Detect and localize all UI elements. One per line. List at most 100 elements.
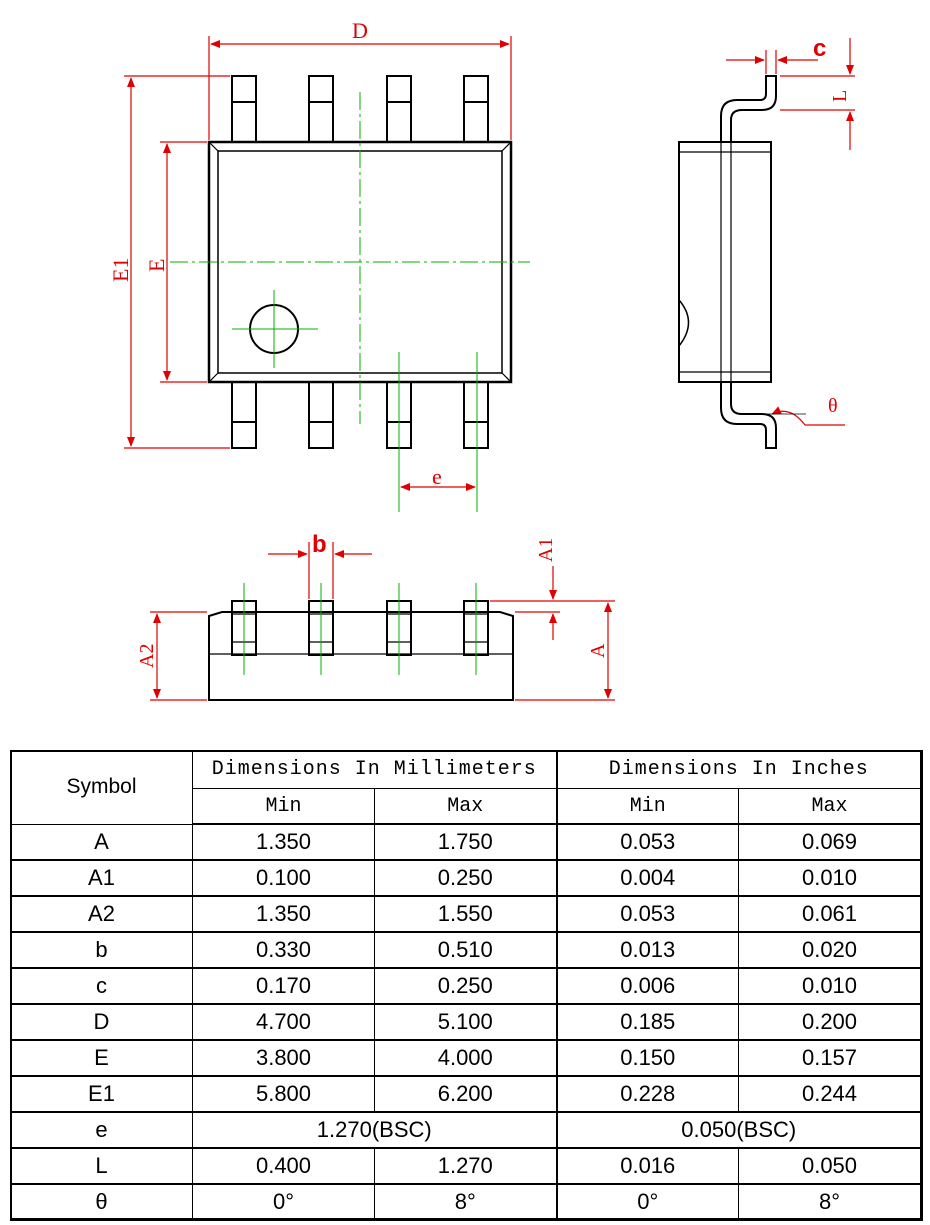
row-mm-max: 8°: [374, 1183, 557, 1221]
top-pin-1: [231, 75, 257, 143]
row-mm-min: 0°: [192, 1183, 375, 1221]
row-in-max: 8°: [737, 1183, 922, 1221]
row-mm-max: 5.100: [374, 1003, 557, 1041]
row-in-min: 0.185: [555, 1003, 739, 1041]
row-mm-max: 0.250: [374, 859, 557, 897]
row-mm-max: 0.510: [374, 931, 557, 969]
row-in-min: 0.053: [555, 823, 739, 861]
row-mm-min: 1.350: [192, 895, 375, 933]
top-pin-2: [308, 75, 334, 143]
row-mm-max: 4.000: [374, 1039, 557, 1077]
top-view-centerlines: [170, 92, 530, 512]
row-in-max: 0.010: [737, 967, 922, 1005]
row-mm-min: 0.330: [192, 931, 375, 969]
side-view-dimensions: [726, 38, 855, 426]
row-mm-bsc: 1.270(BSC): [192, 1111, 557, 1149]
row-mm-min: 3.800: [192, 1039, 375, 1077]
row-in-min: 0.004: [555, 859, 739, 897]
row-in-bsc: 0.050(BSC): [555, 1111, 922, 1149]
row-in-min: 0.013: [555, 931, 739, 969]
header-mm-min: Min: [192, 788, 375, 825]
label-A2: A2: [136, 644, 158, 668]
row-mm-max: 1.750: [374, 823, 557, 861]
row-mm-max: 1.550: [374, 895, 557, 933]
row-mm-min: 5.800: [192, 1075, 375, 1113]
row-symbol: θ: [10, 1183, 193, 1221]
theta-arc: [771, 406, 806, 426]
row-mm-min: 0.400: [192, 1147, 375, 1185]
row-symbol: c: [10, 967, 193, 1005]
label-D: D: [352, 18, 368, 43]
label-E: E: [144, 259, 169, 272]
row-in-min: 0°: [555, 1183, 739, 1221]
bottom-pin-4: [463, 381, 489, 449]
label-c: c: [813, 35, 826, 62]
row-mm-min: 0.100: [192, 859, 375, 897]
front-view-dimensions: [150, 542, 615, 701]
row-in-max: 0.200: [737, 1003, 922, 1041]
row-in-min: 0.016: [555, 1147, 739, 1185]
label-E1: E1: [108, 258, 133, 282]
row-in-min: 0.053: [555, 895, 739, 933]
row-mm-min: 1.350: [192, 823, 375, 861]
row-symbol: b: [10, 931, 193, 969]
header-in-max: Max: [737, 788, 922, 825]
row-in-max: 0.244: [737, 1075, 922, 1113]
front-body: [208, 611, 514, 701]
header-in-min: Min: [555, 788, 739, 825]
package-outline-drawing: D E1 E e c L θ: [108, 18, 855, 701]
header-inch: Dimensions In Inches: [555, 750, 922, 789]
row-in-max: 0.157: [737, 1039, 922, 1077]
row-symbol: E1: [10, 1075, 193, 1113]
row-in-min: 0.150: [555, 1039, 739, 1077]
label-b: b: [312, 531, 327, 558]
row-mm-max: 1.270: [374, 1147, 557, 1185]
row-mm-max: 0.250: [374, 967, 557, 1005]
top-pin-4: [463, 75, 489, 143]
front-view-centerlines: [243, 583, 477, 675]
label-e: e: [432, 464, 442, 489]
row-symbol: D: [10, 1003, 193, 1041]
row-in-max: 0.010: [737, 859, 922, 897]
row-in-max: 0.020: [737, 931, 922, 969]
dimension-table: Symbol Dimensions In Millimeters Dimensi…: [10, 750, 922, 1221]
row-symbol: A2: [10, 895, 193, 933]
row-in-min: 0.228: [555, 1075, 739, 1113]
side-body: [678, 141, 772, 383]
row-symbol: E: [10, 1039, 193, 1077]
label-L: L: [829, 90, 851, 102]
row-in-min: 0.006: [555, 967, 739, 1005]
bottom-pin-1: [231, 381, 257, 449]
row-in-max: 0.061: [737, 895, 922, 933]
table-row: e 1.270(BSC) 0.050(BSC): [10, 1111, 922, 1149]
row-symbol: A: [10, 823, 193, 861]
bottom-pin-2: [308, 381, 334, 449]
row-in-max: 0.050: [737, 1147, 922, 1185]
header-mm-max: Max: [374, 788, 557, 825]
label-theta: θ: [828, 395, 838, 417]
row-mm-max: 6.200: [374, 1075, 557, 1113]
row-symbol: L: [10, 1147, 193, 1185]
row-mm-min: 4.700: [192, 1003, 375, 1041]
label-A1: A1: [535, 538, 557, 562]
row-mm-min: 0.170: [192, 967, 375, 1005]
front-view: [208, 600, 514, 701]
row-symbol: e: [10, 1111, 193, 1149]
side-view: [678, 75, 777, 449]
top-view-dimensions: [124, 36, 512, 491]
top-pin-3: [386, 75, 412, 143]
label-A: A: [587, 643, 609, 658]
row-in-max: 0.069: [737, 823, 922, 861]
row-symbol: A1: [10, 859, 193, 897]
header-symbol: Symbol: [10, 750, 193, 825]
header-mm: Dimensions In Millimeters: [192, 750, 557, 789]
